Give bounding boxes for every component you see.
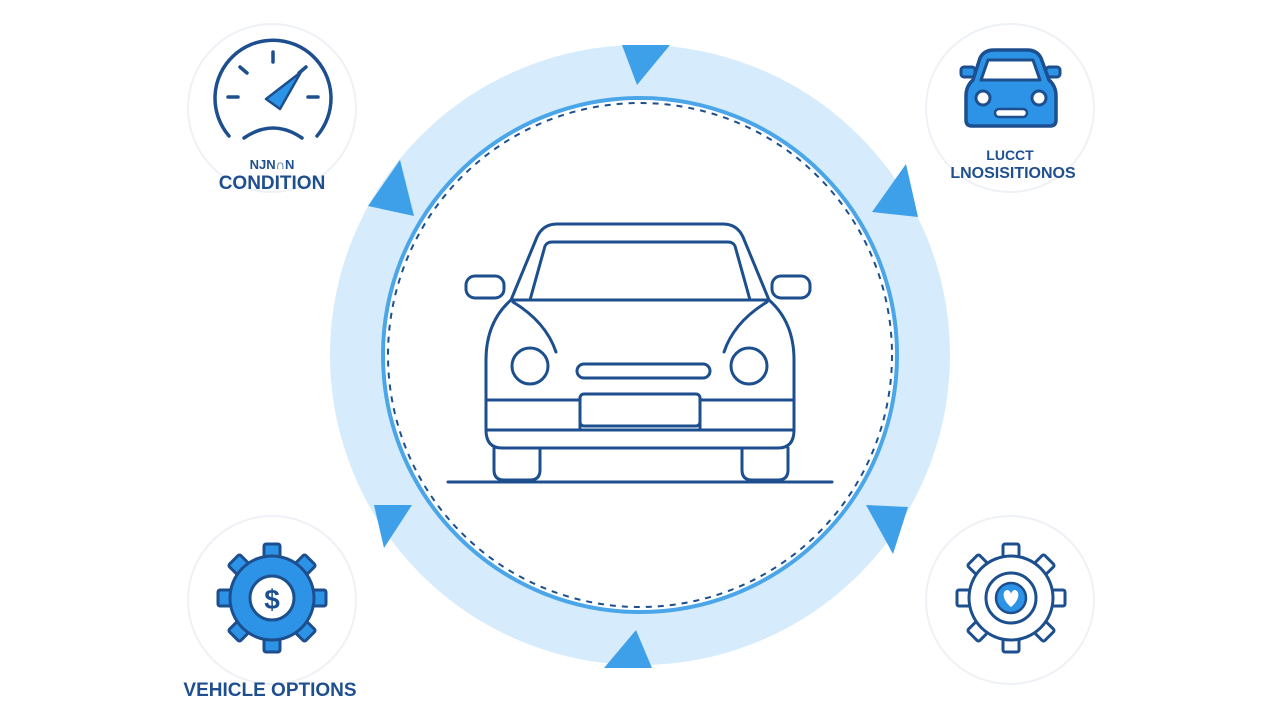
arrow-upper-right <box>872 164 918 217</box>
car-badge-icon <box>959 48 1062 128</box>
left-mirror <box>464 274 506 300</box>
gauge-inner-arc <box>242 126 304 140</box>
dashed-ring <box>387 102 893 608</box>
left-wheel <box>492 446 542 482</box>
cycle-ring <box>330 45 950 665</box>
left-headlight <box>510 346 550 386</box>
bumper-lower <box>484 428 796 450</box>
left-hood-line <box>511 300 558 354</box>
node-small-label: LUCCT <box>986 147 1034 163</box>
arrow-lower-left <box>374 505 412 548</box>
right-headlight <box>729 346 769 386</box>
node-top-right[interactable]: LUCCT LNOSISITIONOS <box>925 23 1095 193</box>
node-label: CONDITION <box>219 173 326 194</box>
grille <box>575 362 712 380</box>
arrow-upper-left <box>368 160 414 216</box>
gauge-needle <box>264 70 303 111</box>
inner-ring-line <box>381 96 899 614</box>
gauge-arc <box>213 38 333 138</box>
node-badge <box>187 23 357 193</box>
license-plate <box>578 392 702 428</box>
gauge-tick <box>238 65 249 75</box>
right-hood-line <box>722 300 769 354</box>
dollar-gear-icon: $ <box>216 542 328 654</box>
gear-center <box>248 574 296 622</box>
node-small-label: NJN∩N <box>250 157 295 172</box>
car-front-icon <box>446 222 834 484</box>
car-badge-light-right <box>1030 89 1048 107</box>
heart-gear-icon <box>955 542 1067 654</box>
dollar-symbol: $ <box>264 584 280 615</box>
node-condition[interactable]: NJN∩N CONDITION <box>187 23 357 194</box>
node-label: LNOSISITIONOS <box>950 165 1076 182</box>
car-badge-light-left <box>974 89 992 107</box>
heart-icon <box>1003 590 1019 607</box>
node-vehicle-options[interactable]: $ VEHICLE OPTIONS <box>183 515 357 701</box>
node-bottom-right[interactable] <box>925 515 1095 685</box>
node-label: VEHICLE OPTIONS <box>183 680 356 701</box>
arrow-lower-right <box>866 505 908 554</box>
cycle-arrows <box>368 45 918 668</box>
car-roof <box>509 222 771 302</box>
right-wheel <box>740 446 790 482</box>
car-badge-grille <box>993 107 1029 119</box>
arrow-bottom <box>604 630 652 668</box>
right-mirror <box>770 274 812 300</box>
arrow-top <box>622 45 670 85</box>
car-badge-window <box>979 58 1042 82</box>
car-windshield <box>528 240 752 302</box>
